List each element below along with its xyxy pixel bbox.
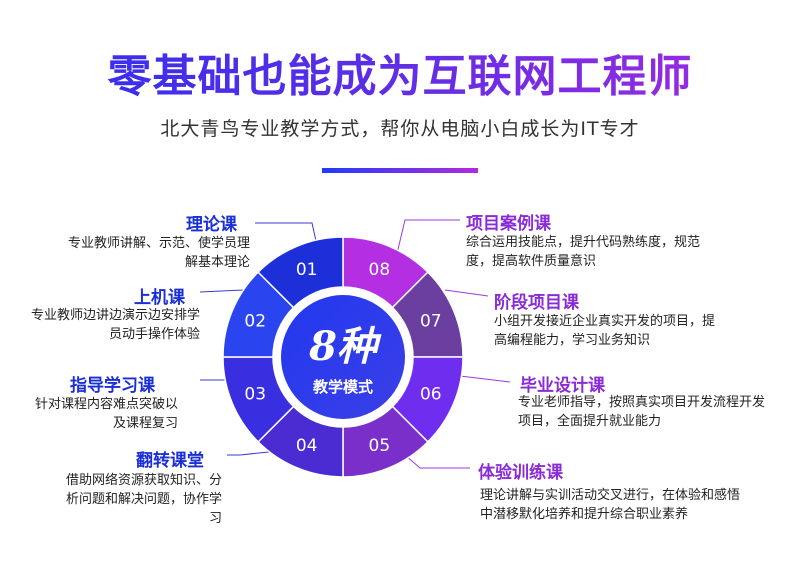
label-desc-07: 小组开发接近企业真实开发的项目，提高编程能力，学习业务知识 [494,314,716,348]
center-circle [281,295,405,419]
label-desc-02: 专业教师边讲边演示边安排学员动手操作体验 [30,308,200,342]
label-desc-06: 专业老师指导，按照真实项目开发流程开发项目，全面提升就业能力 [518,395,766,429]
ring-segments: 08 07 06 05 04 03 02 01 [222,236,464,478]
label-title-05: 体验训练课 [478,463,563,483]
label-title-08: 项目案例课 [466,214,551,234]
label-desc-04: 借助网络资源获取知识、分析问题和解决问题，协作学习 [65,473,222,526]
label-desc-05: 理论讲解与实训活动交叉进行，在体验和感悟中潜移默化培养和提升综合职业素养 [480,488,741,522]
label-desc-03: 针对课程内容难点突破以及课程复习 [34,397,178,431]
ring-number-01: 01 [296,260,318,280]
ring-number-08: 08 [369,260,391,280]
center-caption: 教学模式 [312,378,373,396]
label-desc-08: 综合运用技能点，提升代码熟练度，规范度，提高软件质量意识 [466,235,701,269]
ring-number-04: 04 [296,436,318,456]
label-title-01: 理论课 [186,215,237,235]
page-title: 零基础也能成为互联网工程师 [0,40,800,104]
label-title-07: 阶段项目课 [494,293,579,313]
label-desc-01: 专业教师讲解、示范、使学员理解基本理论 [67,236,250,270]
ring-number-05: 05 [369,436,391,456]
ring-number-06: 06 [420,384,442,404]
title-divider [322,168,478,173]
connector-lines-right [394,219,511,469]
label-title-02: 上机课 [134,288,185,308]
label-title-06: 毕业设计课 [520,376,605,396]
ring-number-02: 02 [244,312,266,332]
page-subtitle: 北大青鸟专业教学方式，帮你从电脑小白成长为IT专才 [160,118,640,140]
ring-number-07: 07 [420,312,442,332]
center-big-text: 8种 [308,323,382,370]
label-title-04: 翻转课堂 [136,451,204,471]
ring-number-03: 03 [244,384,266,404]
label-title-03: 指导学习课 [70,376,155,396]
